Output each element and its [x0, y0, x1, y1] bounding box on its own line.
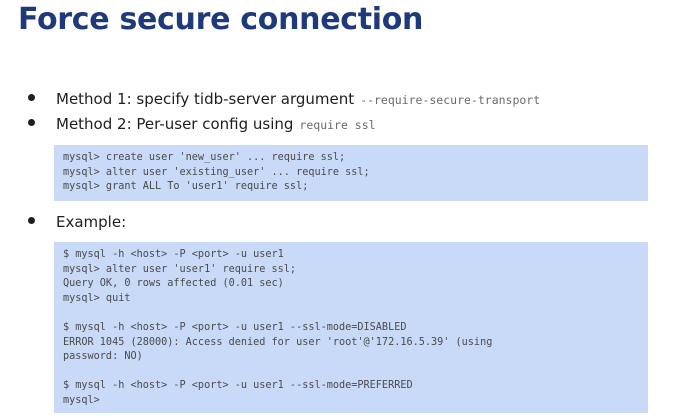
code-block-ssl-users: mysql> create user 'new_user' ... requir… [54, 145, 648, 201]
code-blank-line [63, 365, 648, 380]
bullet-text: Method 2: Per-user config using [56, 115, 294, 133]
code-line: $ mysql -h <host> -P <port> -u user1 --s… [63, 321, 407, 333]
bullet-method-2: Method 2: Per-user config using require … [28, 115, 376, 133]
code-line: password: NO) [63, 351, 143, 363]
bullet-example: Example: [28, 213, 126, 231]
code-line: $ mysql -h <host> -P <port> -u user1 --s… [63, 380, 413, 392]
bullet-text: Example: [56, 213, 127, 231]
code-line: Query OK, 0 rows affected (0.01 sec) [63, 278, 284, 290]
code-line: mysql> grant ALL To 'user1' require ssl; [63, 181, 309, 193]
bullet-inline-code: require ssl [299, 118, 376, 132]
code-line: $ mysql -h <host> -P <port> -u user1 [63, 249, 284, 260]
code-line: mysql> quit [63, 292, 131, 304]
bullet-text: Method 1: specify tidb-server argument [56, 90, 355, 108]
code-line: mysql> create user 'new_user' ... requir… [63, 152, 346, 163]
bullet-dot-icon [28, 94, 35, 101]
bullet-dot-icon [28, 119, 35, 126]
bullet-dot-icon [28, 217, 35, 224]
code-line: ERROR 1045 (28000): Access denied for us… [63, 336, 493, 348]
code-blank-line [63, 306, 648, 321]
code-line: mysql> alter user 'existing_user' ... re… [63, 166, 370, 178]
bullet-method-1: Method 1: specify tidb-server argument -… [28, 90, 540, 108]
slide-title: Force secure connection [18, 2, 424, 37]
code-line: mysql> [63, 394, 100, 406]
code-block-example: $ mysql -h <host> -P <port> -u user1 mys… [54, 242, 648, 413]
bullet-inline-code: --require-secure-transport [360, 93, 541, 107]
code-line: mysql> alter user 'user1' require ssl; [63, 263, 297, 275]
